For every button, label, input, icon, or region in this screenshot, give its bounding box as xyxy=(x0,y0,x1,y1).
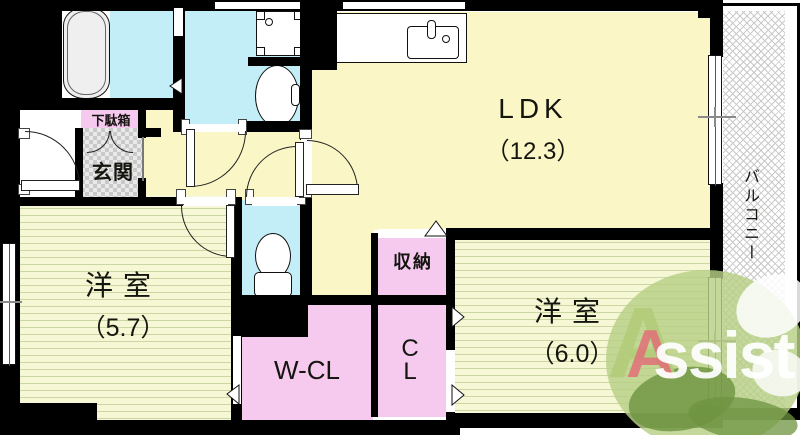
wall xyxy=(143,128,161,137)
entrance-step-line xyxy=(142,137,144,181)
wcl-door-marker xyxy=(226,384,240,405)
closet-floor xyxy=(376,303,450,417)
bedroom-west-door-opening xyxy=(184,197,228,206)
toilet-door-opening xyxy=(252,197,297,206)
wall xyxy=(236,295,308,337)
logo-letter-a-red: A xyxy=(626,316,676,392)
closet-label-c: C xyxy=(401,335,419,362)
bathroom-folding-door-marker xyxy=(169,77,183,95)
washing-machine-pan-icon xyxy=(256,11,303,56)
door-post xyxy=(299,129,312,139)
window-strip xyxy=(215,2,300,9)
closet-door-marker-upper xyxy=(451,306,465,328)
wall xyxy=(240,121,305,132)
bedroom-west-area-label: （5.7） xyxy=(80,314,166,342)
wall xyxy=(0,98,185,110)
wall xyxy=(376,295,452,305)
wcl-door-strip xyxy=(233,336,241,404)
closet-door-strip xyxy=(446,350,455,412)
wall xyxy=(0,0,62,108)
closet-door-marker-lower xyxy=(451,384,465,406)
wall xyxy=(0,420,460,435)
wall xyxy=(75,128,83,203)
washroom-door-opening xyxy=(186,124,240,132)
toilet-bowl-icon xyxy=(255,233,291,279)
wcl-label: W-CL xyxy=(274,355,340,385)
vestibule-floor xyxy=(308,195,374,297)
wall xyxy=(138,108,146,138)
ldk-area-label: （12.3） xyxy=(485,138,581,165)
bathtub-inner-line xyxy=(67,11,106,95)
wall xyxy=(15,403,97,422)
logo-letter-a-green: A xyxy=(607,287,680,399)
ldk-door-opening xyxy=(301,139,312,189)
shoe-cabinet-label: 下駄箱 xyxy=(91,113,131,128)
toilet-door-leaf xyxy=(295,142,304,197)
wall xyxy=(20,197,183,206)
entrance-label: 玄関 xyxy=(92,162,134,184)
kitchen-counter xyxy=(336,13,467,63)
pan-corner xyxy=(256,11,265,20)
front-door-leaf xyxy=(21,180,80,191)
bathroom-door-gap xyxy=(174,8,183,36)
window-handle xyxy=(714,107,716,127)
balcony-label: バルコニー xyxy=(741,167,758,263)
window-handle xyxy=(698,116,736,118)
wall xyxy=(446,228,717,240)
wall xyxy=(710,183,723,279)
toilet-tank-icon xyxy=(254,272,292,297)
wall xyxy=(710,0,723,57)
bathroom-floor xyxy=(110,3,175,100)
window-handle xyxy=(0,301,22,303)
wall xyxy=(300,295,376,305)
bedroom-east-label: 洋室 xyxy=(533,296,610,327)
storage-floor xyxy=(376,235,450,297)
storage-door-marker xyxy=(424,220,448,237)
wall xyxy=(248,57,303,66)
ldk-door-leaf xyxy=(306,184,359,195)
kitchen-window-strip xyxy=(343,2,465,9)
ldk-label: LDK xyxy=(498,93,568,124)
wall xyxy=(371,233,378,417)
closet-label: C L xyxy=(392,335,428,385)
washroom-door-leaf xyxy=(186,129,195,187)
pan-drain xyxy=(265,18,273,26)
wall xyxy=(300,190,312,298)
bathtub-icon xyxy=(63,7,110,99)
bedroom-west-label: 洋室 xyxy=(84,270,161,301)
logo-text-rest: ssist xyxy=(653,318,795,392)
wall xyxy=(138,178,146,204)
kitchen-knob xyxy=(442,35,450,43)
storage-label: 収納 xyxy=(393,252,433,272)
bedroom-west-window xyxy=(2,243,16,366)
washbasin-faucet xyxy=(291,84,300,106)
kitchen-faucet xyxy=(427,20,436,39)
wall xyxy=(446,228,455,428)
bedroom-east-area-label: （6.0） xyxy=(529,340,615,368)
storage-door-strip xyxy=(378,229,446,238)
wall xyxy=(300,0,337,70)
closet-label-l: L xyxy=(403,357,417,385)
bedroom-west-door-leaf xyxy=(226,205,235,258)
pan-corner xyxy=(256,47,265,56)
